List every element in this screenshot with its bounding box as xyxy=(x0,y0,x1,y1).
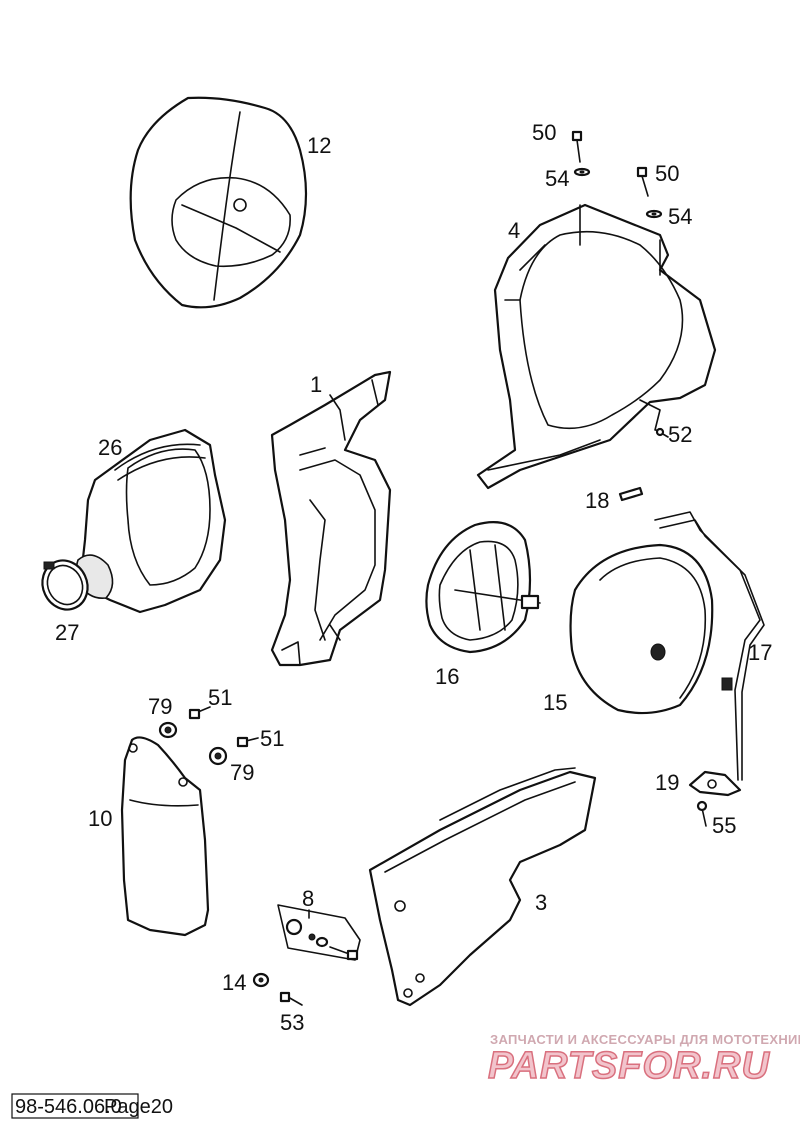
callout-50-right: 50 xyxy=(655,161,679,186)
callout-1: 1 xyxy=(310,372,322,397)
callout-17: 17 xyxy=(748,640,772,665)
callout-15: 15 xyxy=(543,690,567,715)
callout-54-top: 54 xyxy=(545,166,569,191)
callout-51-top: 51 xyxy=(208,685,232,710)
part-3-side-panel xyxy=(368,767,597,1007)
callout-19: 19 xyxy=(655,770,679,795)
part-15-air-filter xyxy=(569,543,714,715)
callout-8: 8 xyxy=(302,886,314,911)
watermark-tagline: ЗАПЧАСТИ И АКСЕССУАРЫ ДЛЯ МОТОТЕХНИКИ xyxy=(490,1032,800,1047)
part-19-bracket xyxy=(688,770,742,797)
screw-50-top xyxy=(571,130,591,177)
callout-79-top: 79 xyxy=(148,694,172,719)
part-4-airbox-housing xyxy=(476,203,717,490)
part-27-hose-clamp xyxy=(41,559,89,611)
part-1-airbox-frame xyxy=(270,370,392,667)
callout-54-right: 54 xyxy=(668,204,692,229)
screw-50-right xyxy=(636,166,663,219)
callout-26: 26 xyxy=(98,435,122,460)
callout-3: 3 xyxy=(535,890,547,915)
screw-51-top xyxy=(188,706,211,720)
callout-4: 4 xyxy=(508,218,520,243)
callout-16: 16 xyxy=(435,664,459,689)
part-26-filter-seal xyxy=(75,428,227,614)
watermark-brand: PARTSFOR.RU xyxy=(488,1045,770,1087)
screw-52 xyxy=(655,427,669,438)
part-10-number-plate xyxy=(120,736,210,937)
screw-55 xyxy=(696,800,708,827)
callout-50-top: 50 xyxy=(532,120,556,145)
part-12-filter-cover xyxy=(129,96,308,309)
callout-labels: 12 50 54 50 54 4 1 52 26 18 27 16 15 17 … xyxy=(55,120,772,1035)
watermark: ЗАПЧАСТИ И АКСЕССУАРЫ ДЛЯ МОТОТЕХНИКИ PA… xyxy=(487,1032,800,1088)
callout-53: 53 xyxy=(280,1010,304,1035)
nut-14 xyxy=(252,972,270,988)
screw-53 xyxy=(279,991,303,1006)
callout-79-bottom: 79 xyxy=(230,760,254,785)
callout-14: 14 xyxy=(222,970,246,995)
part-18-pin xyxy=(618,486,644,502)
callout-51-bottom: 51 xyxy=(260,726,284,751)
callout-12: 12 xyxy=(307,133,331,158)
callout-27: 27 xyxy=(55,620,79,645)
page-label: Page20 xyxy=(104,1096,173,1118)
callout-52: 52 xyxy=(668,422,692,447)
part-17-wire-holder xyxy=(654,511,765,781)
nut-79-top xyxy=(158,721,178,739)
screw-51-bottom xyxy=(236,736,259,748)
part-8-fastener-kit xyxy=(277,904,361,961)
footer-box xyxy=(11,1093,139,1119)
callout-10: 10 xyxy=(88,806,112,831)
part-16-filter-support xyxy=(425,521,541,654)
callout-55: 55 xyxy=(712,813,736,838)
doc-number: 98-546.06.0 xyxy=(15,1096,122,1118)
footer: 98-546.06.0 Page20 xyxy=(11,1093,173,1119)
callout-18: 18 xyxy=(585,488,609,513)
nut-79-bottom xyxy=(208,746,228,766)
